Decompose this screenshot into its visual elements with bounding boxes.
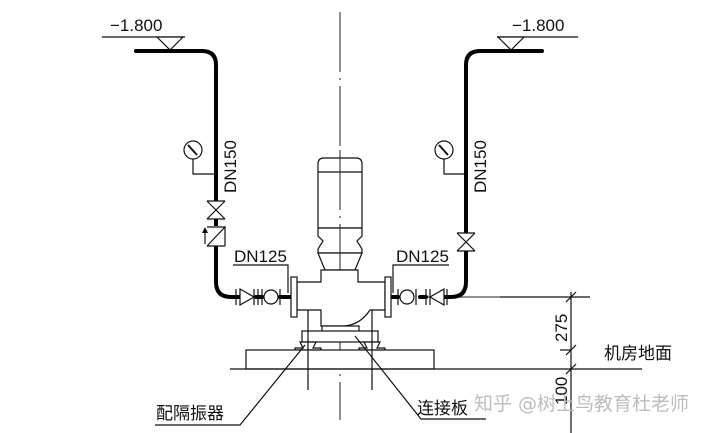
left-elevation-marker: −1.800 [102,16,185,51]
concrete-base [245,349,435,370]
right-branch-size-label: DN125 [396,247,449,266]
machine-room-floor-label: 机房地面 [604,344,672,364]
left-gate-valve [206,200,226,220]
isolator-label: 配隔振器 [156,404,224,424]
left-check-valve [202,225,226,247]
left-pressure-gauge [183,140,216,175]
right-horizontal-check-valve [425,287,448,307]
dimension-line [560,291,577,433]
watermark: 知乎 @树上鸟教育杜老师 [474,393,689,415]
right-branch-leader [392,264,449,293]
right-riser-size-label: DN150 [471,140,490,193]
right-gate-valve [456,232,476,252]
left-branch-leader [233,264,289,293]
right-elevation-label: −1.800 [512,16,564,35]
right-pressure-gauge [434,140,466,175]
right-elevation-marker: −1.800 [496,16,578,51]
left-horizontal-check-valve [235,287,259,307]
dimension-275-label: 275 [552,314,571,342]
left-elevation-label: −1.800 [110,16,162,35]
connector-plate [301,330,379,343]
right-flexible-joint [397,289,417,305]
left-riser-size-label: DN150 [221,140,240,193]
left-flexible-joint [261,289,281,305]
left-branch-size-label: DN125 [234,247,287,266]
right-flange [384,276,392,318]
pump-body [290,269,392,333]
connector-plate-label: 连接板 [417,399,468,419]
left-flange [290,276,298,318]
dimension-100-label: 100 [552,377,571,405]
connector-plate-leader [354,335,486,420]
isolator-leader [155,344,306,426]
